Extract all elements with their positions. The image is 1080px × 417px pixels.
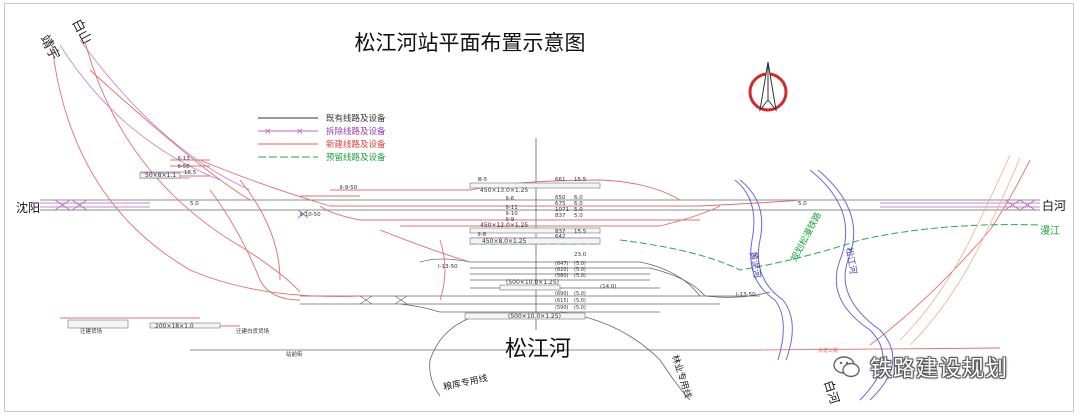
siding-value-6: (5.0): [574, 305, 586, 311]
siding-value-3: (5.0): [574, 273, 586, 279]
siding-6: (590): [555, 305, 568, 311]
length-3: 675: [555, 201, 566, 207]
value-6: 15.5: [574, 229, 587, 235]
new-tracks: [51, 41, 1031, 351]
value-8: (14.0): [600, 284, 617, 290]
existing-tracks: [40, 138, 1040, 401]
platform-2-label: 450×12.0×1.25: [480, 222, 528, 229]
track-label-a: Ⅲ-5: [478, 177, 488, 183]
track-label-c: Ⅱ-11: [506, 205, 518, 211]
facility-yard-left: 迁建货场: [80, 327, 103, 335]
length-2: 650: [555, 195, 566, 201]
siding-4: (690): [555, 291, 568, 297]
value-3: 6.0: [574, 201, 583, 207]
platforms: [67, 172, 601, 329]
facility-forest-line: 林业专用线: [669, 353, 694, 400]
track-label-e: Ⅱ-9: [506, 217, 515, 223]
facility-yard-mid: 迁建白货货场: [236, 327, 270, 335]
legend: 既有线路及设备 × × 拆除线路及设备 新建线路及设备 预留线路及设备: [258, 113, 386, 163]
length-5: 837: [555, 213, 566, 219]
track-label-i: Ⅱ-9-50: [340, 185, 358, 191]
track-label-o: 16.5: [184, 170, 197, 176]
platform-5-label: (500×10.0×1.25): [508, 313, 561, 320]
siding-value-2: (5.0): [574, 267, 586, 273]
planned-railway-label: 规划松漫铁路: [788, 210, 824, 263]
platform-7-label: 50×8×1.1: [145, 172, 176, 179]
legend-reserved: 预留线路及设备: [326, 152, 386, 163]
removal-marks: [54, 199, 1036, 219]
direction-baihe-east: 白河: [1042, 198, 1066, 213]
track-label-k: I-13-50: [438, 264, 458, 270]
track-label-j: Ⅱ-10-50: [300, 212, 321, 218]
siding-value-1: (5.0): [574, 261, 586, 267]
platform-6-label: 200×18×1.0: [155, 323, 194, 330]
value-4: 5.0: [574, 207, 583, 213]
length-1: 661: [555, 177, 566, 183]
diagram-frame: [4, 3, 1074, 412]
track-label-b: Ⅱ-6: [506, 196, 515, 202]
diagram-title: 松江河站平面布置示意图: [355, 31, 586, 55]
road: [899, 154, 1021, 346]
length-6: 837: [555, 229, 566, 235]
svg-text:×: ×: [296, 127, 304, 137]
track-label-m: 5.0: [190, 201, 199, 207]
siding-3: (580): [555, 273, 568, 279]
facility-road-right: 京建公路: [818, 347, 838, 354]
siding-5: (615): [555, 298, 568, 304]
watermark-text: 铁路建设规划: [870, 357, 1009, 382]
platform-4-label: (500×10.0×1.25): [506, 279, 559, 286]
removed-tracks: [40, 39, 1040, 239]
siding-value-4: (5.0): [574, 291, 586, 297]
track-label-d: Ⅱ-10: [506, 211, 518, 217]
track-label-g: Ⅱ-13: [178, 156, 190, 162]
value-1: 15.5: [574, 177, 587, 183]
siding-value-5: (5.0): [574, 298, 586, 304]
direction-baihe-south: 白河: [821, 378, 843, 405]
siding-2: (620): [555, 267, 568, 273]
legend-removed: 拆除线路及设备: [326, 126, 386, 137]
facility-grain-line: 粮库专用线: [442, 372, 489, 393]
platform-1-label: 450×13.0×1.25: [480, 187, 528, 194]
direction-manjiang: 漫江: [1040, 225, 1060, 237]
value-5: 5.0: [574, 213, 583, 219]
direction-shenyang: 沈阳: [16, 200, 40, 215]
river-left-label: 黄泥河: [747, 250, 764, 279]
svg-text:×: ×: [264, 127, 272, 137]
legend-new: 新建线路及设备: [326, 139, 386, 150]
watermark: 铁路建设规划: [832, 350, 1008, 384]
siding-1: (647): [555, 261, 568, 267]
track-label-h: Ⅱ-50: [178, 164, 190, 170]
legend-existing: 既有线路及设备: [326, 113, 386, 124]
value-7: 23.0: [574, 252, 587, 258]
track-label-f: Ⅱ-8: [478, 232, 487, 238]
track-label-n: 5.0: [798, 201, 807, 207]
compass-icon: [748, 61, 788, 112]
length-7: 642: [555, 234, 566, 240]
length-4: 1071: [555, 207, 569, 213]
platform-3-label: 450×8.0×1.25: [482, 238, 527, 245]
rivers: [734, 169, 894, 401]
value-2: 6.0: [574, 195, 583, 201]
facility-station-yard: 站前街: [286, 350, 303, 358]
station-name: 松江河: [505, 337, 571, 362]
wechat-icon: [833, 356, 860, 378]
direction-jingyu: 靖宇: [36, 33, 61, 63]
track-label-l: I-13-50: [736, 292, 756, 298]
